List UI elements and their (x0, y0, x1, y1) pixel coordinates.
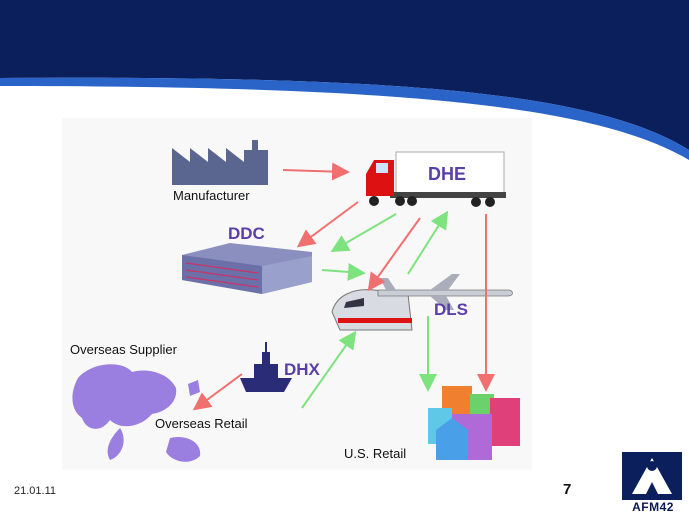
page-number: 7 (563, 481, 572, 498)
truck-icon (366, 151, 506, 207)
ship-icon (240, 342, 292, 392)
afm42-logo-icon (622, 452, 682, 500)
overseas-supplier-label: Overseas Supplier (70, 342, 177, 357)
train-icon (331, 289, 413, 331)
ddc-label: DDC (228, 224, 265, 243)
slide-date: 21.01.11 (14, 485, 57, 497)
green-flow-arrows (301, 210, 449, 409)
dls-label: DLS (434, 300, 468, 319)
dhx-label: DHX (284, 360, 320, 379)
afm42-logo-text: AFM42 (632, 500, 674, 514)
overseas-retail-label: Overseas Retail (155, 416, 248, 431)
world-map-icon (72, 364, 201, 462)
manufacturer-label: Manufacturer (173, 188, 250, 203)
city-buildings-icon (428, 386, 520, 460)
factory-icon (172, 140, 268, 185)
warehouse-icon (182, 243, 312, 294)
dhe-label: DHE (428, 164, 467, 184)
red-flow-arrows (192, 162, 495, 411)
us-retail-label: U.S. Retail (344, 446, 407, 461)
airplane-icon (377, 274, 513, 310)
